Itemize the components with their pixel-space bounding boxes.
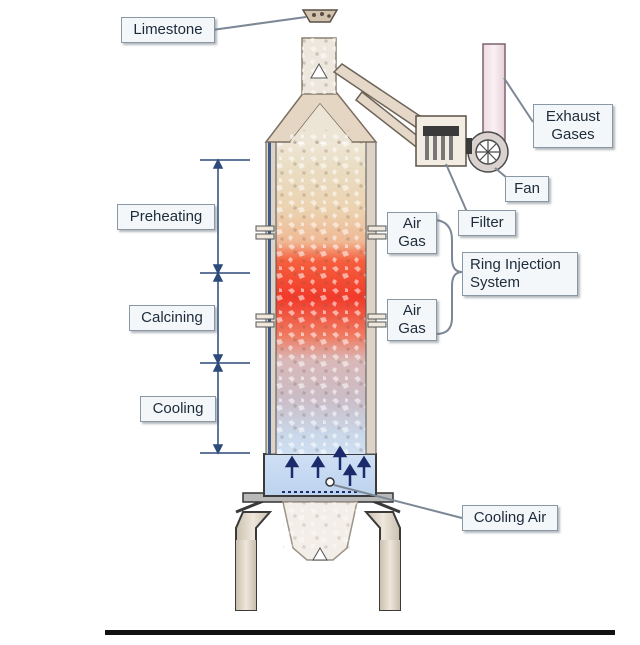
label-fan-text: Fan — [514, 180, 540, 197]
label-air-gas-upper-text-2: Gas — [398, 233, 426, 250]
air-arrow-icon — [284, 445, 372, 486]
label-air-gas-upper: Air Gas — [387, 212, 437, 254]
label-filter: Filter — [458, 210, 516, 236]
label-filter-text: Filter — [470, 214, 504, 231]
ground-line — [105, 630, 615, 635]
discharge-outlet-icon — [312, 547, 328, 561]
label-preheating: Preheating — [117, 204, 215, 230]
label-ring-injection-text-2: System — [470, 274, 521, 291]
fan-icon — [466, 131, 509, 173]
label-calcining: Calcining — [129, 305, 215, 331]
label-ring-injection-text-1: Ring Injection — [470, 256, 561, 273]
label-cooling: Cooling — [140, 396, 216, 422]
label-air-gas-lower: Air Gas — [387, 299, 437, 341]
kiln-wall-right — [365, 141, 377, 455]
cooling-air-inlet — [325, 477, 335, 487]
label-limestone: Limestone — [121, 17, 215, 43]
label-preheating-text: Preheating — [129, 208, 203, 225]
label-exhaust-text-1: Exhaust — [545, 108, 601, 125]
label-fan: Fan — [505, 176, 549, 202]
label-calcining-text: Calcining — [141, 309, 203, 326]
label-limestone-text: Limestone — [133, 21, 203, 38]
label-exhaust-text-2: Gases — [551, 126, 595, 143]
label-ring-injection-system: Ring Injection System — [462, 252, 578, 296]
label-air-gas-lower-text-2: Gas — [398, 320, 426, 337]
filter-icon — [415, 115, 467, 167]
label-air-gas-lower-text-1: Air — [402, 302, 422, 319]
label-exhaust-gases: Exhaust Gases — [533, 104, 613, 148]
label-air-gas-upper-text-1: Air — [402, 215, 422, 232]
label-cooling-text: Cooling — [152, 400, 204, 417]
label-cooling-air-text: Cooling Air — [473, 509, 547, 526]
support-legs — [235, 494, 401, 611]
ring-injection-ports — [255, 225, 387, 328]
limestone-hopper-icon — [301, 9, 339, 23]
zone-dimension-lines — [200, 158, 250, 455]
label-cooling-air: Cooling Air — [462, 505, 558, 531]
